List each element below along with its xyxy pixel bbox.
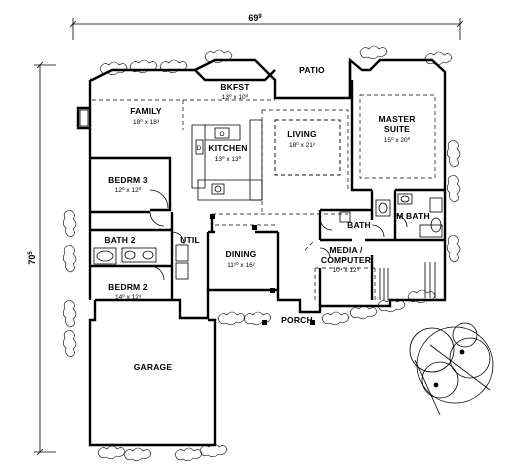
kitchen-counters: O D (191, 119, 263, 201)
room-living-dim: 18⁰ x 21² (289, 141, 316, 149)
room-bkfst-name: BKFST (220, 82, 250, 92)
room-living-name: LIVING (287, 129, 317, 139)
exterior-walls (76, 57, 447, 447)
room-bedrm2-dim: 14⁰ x 12³ (115, 293, 142, 301)
room-bkfst-dim: 13⁰ x 10⁰ (222, 93, 249, 101)
room-bath-name: BATH (347, 220, 371, 230)
landscaping (62, 45, 461, 462)
overall-width-sup: 9 (258, 14, 262, 20)
room-labels: PATIO BKFST 13⁰ x 10⁰ FAMILY 18⁰ x 18³ K… (104, 65, 429, 372)
room-kitchen-dim: 13⁰ x 13⁰ (215, 155, 242, 163)
room-porch-name: PORCH (281, 315, 313, 325)
columns (210, 214, 315, 325)
room-kitchen-name: KITCHEN (208, 143, 247, 153)
room-master-name2: SUITE (384, 124, 410, 134)
room-family-name: FAMILY (130, 106, 162, 116)
interior-walls (90, 80, 445, 306)
room-media-dim: 10⁴ x 12⁹ (333, 267, 360, 274)
room-master-name: MASTER (378, 114, 415, 124)
dimension-depth: 705 (27, 61, 56, 456)
oven-label: O (219, 131, 224, 138)
room-bedrm2-name: BEDRM 2 (108, 282, 148, 292)
room-master-dim: 15⁰ x 20⁰ (384, 136, 411, 144)
room-util-name: UTIL (180, 235, 200, 245)
room-media-name2: COMPUTER (321, 255, 371, 265)
room-bath2-name: BATH 2 (104, 235, 135, 245)
room-dining-name: DINING (226, 249, 257, 259)
svg-text:699: 699 (248, 13, 262, 23)
room-dining-dim: 11¹⁰ x 16² (227, 261, 256, 269)
room-garage-name: GARAGE (134, 362, 173, 372)
dimension-width: 699 (69, 13, 464, 40)
overall-width-label: 69 (248, 13, 258, 23)
room-mbath-name: M BATH (396, 211, 430, 221)
svg-text:705: 705 (27, 251, 37, 265)
bath-fixtures (93, 193, 443, 300)
doors (149, 189, 408, 281)
room-media-name: MEDIA / (329, 245, 363, 255)
room-bedrm3-dim: 12⁰ x 12⁰ (115, 186, 142, 194)
dishwasher-label: D (197, 145, 202, 152)
room-family-dim: 18⁰ x 18³ (133, 118, 160, 126)
room-bedrm3-name: BEDRM 3 (108, 175, 148, 185)
overall-depth-label: 70 (27, 255, 37, 265)
room-patio-name: PATIO (299, 65, 325, 75)
trees (409, 322, 494, 416)
dashed-lines (92, 94, 436, 300)
overall-depth-sup: 5 (28, 251, 34, 255)
